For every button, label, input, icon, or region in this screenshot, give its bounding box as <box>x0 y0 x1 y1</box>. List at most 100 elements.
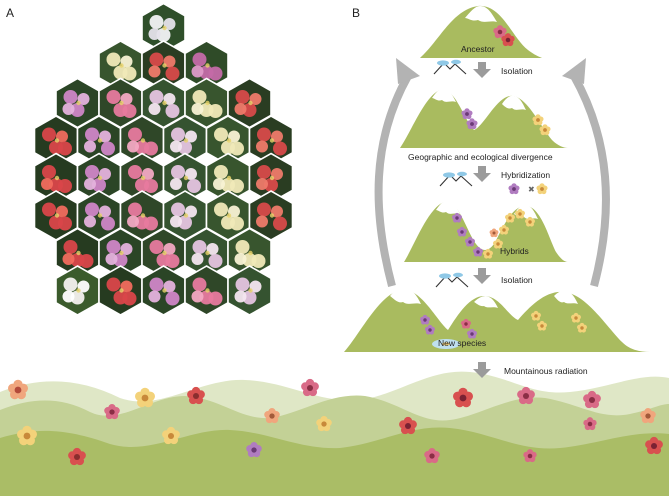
flower-photo-tile <box>184 40 229 91</box>
label-isolation-2: Isolation <box>501 275 533 285</box>
flower-icon <box>425 324 435 335</box>
flower-icon <box>523 449 537 463</box>
landscape <box>0 371 669 496</box>
flower-photo-tile <box>162 115 208 166</box>
flower-icon <box>571 312 581 323</box>
flower-icon <box>508 183 520 195</box>
flower-icon <box>187 386 205 405</box>
flower-photo-tile <box>33 190 79 241</box>
flower-photo-tile <box>227 227 272 279</box>
right-cycle-arrow <box>570 74 610 288</box>
flower-icon <box>640 408 656 424</box>
flower-icon <box>536 183 548 195</box>
flower-photo-tile <box>248 152 294 204</box>
flower-photo-tile <box>55 265 100 316</box>
flower-photo-tile <box>33 115 79 166</box>
flower-icon <box>246 442 262 458</box>
divergence-mountains <box>400 88 568 148</box>
flower-photo-tile <box>227 265 272 316</box>
flower-photo-tile <box>184 77 229 129</box>
new-species-mountains <box>344 287 650 352</box>
flower-icon <box>461 108 473 120</box>
step-arrows <box>473 62 491 378</box>
label-hybridization: Hybridization <box>501 170 551 180</box>
flower-photo-tile <box>184 265 229 316</box>
flower-photo-tile <box>33 152 79 204</box>
panel-label-b: B <box>352 6 361 20</box>
flower-icon <box>467 328 477 339</box>
flower-icon <box>517 386 535 405</box>
flower-icon <box>532 114 544 126</box>
label-radiation: Mountainous radiation <box>504 366 588 376</box>
flower-icon <box>499 224 509 235</box>
down-arrow-1 <box>473 62 491 78</box>
label-new-species: New species <box>438 338 487 348</box>
flower-icon <box>493 25 507 39</box>
landscape-front <box>0 427 669 496</box>
isolation-icons <box>433 59 473 288</box>
flower-photo-tile <box>141 2 186 54</box>
flower-icon <box>316 416 332 432</box>
flower-photo-tile <box>98 77 143 129</box>
flower-photo-tile <box>248 115 294 166</box>
flower-icon <box>424 448 440 464</box>
flower-icon <box>104 404 120 420</box>
down-arrow-4 <box>473 362 491 378</box>
label-hybrids: Hybrids <box>500 246 529 256</box>
flower-photo-tile <box>76 190 122 241</box>
flower-icon <box>583 417 597 431</box>
flower-photo-tile <box>227 77 272 129</box>
flower-icon <box>465 236 475 247</box>
flower-icon <box>264 408 280 424</box>
flower-icon <box>583 390 601 409</box>
flower-icon <box>457 226 467 237</box>
flower-icon <box>525 216 535 227</box>
down-arrow-3 <box>473 268 491 284</box>
flower-icon <box>539 124 551 136</box>
flower-icon <box>489 228 499 238</box>
flower-icon <box>452 212 462 223</box>
flower-icon <box>537 320 547 331</box>
flower-photo-tile <box>141 227 186 279</box>
flower-icon <box>17 425 37 446</box>
flower-icon <box>483 248 493 259</box>
flowers: ✖ <box>8 25 663 466</box>
left-cycle-arrow <box>374 74 412 288</box>
flower-icon <box>473 246 483 257</box>
cycle-arrows <box>374 58 610 288</box>
flower-icon <box>466 118 478 130</box>
flower-icon <box>531 310 541 321</box>
cross-sign: ✖ <box>528 185 535 194</box>
flower-icon <box>8 379 28 400</box>
flower-photo-tile <box>141 265 186 316</box>
flower-photo-tile <box>76 152 122 204</box>
mountain-cloud-icon <box>435 272 469 288</box>
mountain-cloud-icon <box>433 59 467 75</box>
flower-icon <box>301 378 319 397</box>
flower-photo-tile <box>205 152 251 204</box>
flower-icon <box>577 322 587 333</box>
flower-icon <box>505 212 515 223</box>
flower-photo-tile <box>162 152 208 204</box>
mountain-cloud-icon <box>439 171 473 187</box>
flower-icon <box>68 447 86 466</box>
flower-icon <box>493 238 503 249</box>
flower-icon <box>420 314 430 325</box>
flower-icon <box>501 33 515 47</box>
down-arrow-2 <box>473 166 491 182</box>
flower-icon <box>399 416 417 435</box>
flower-icon <box>461 318 471 329</box>
label-divergence: Geographic and ecological divergence <box>408 152 553 162</box>
flower-icon <box>162 426 180 445</box>
panel-label-a: A <box>6 6 15 20</box>
flower-icon <box>453 387 473 408</box>
flower-icon <box>135 387 155 408</box>
label-isolation-1: Isolation <box>501 66 533 76</box>
flower-icon <box>515 208 525 219</box>
flower-photo-tile <box>162 190 208 241</box>
flower-photo-tile <box>205 115 251 166</box>
label-ancestor: Ancestor <box>461 44 495 54</box>
